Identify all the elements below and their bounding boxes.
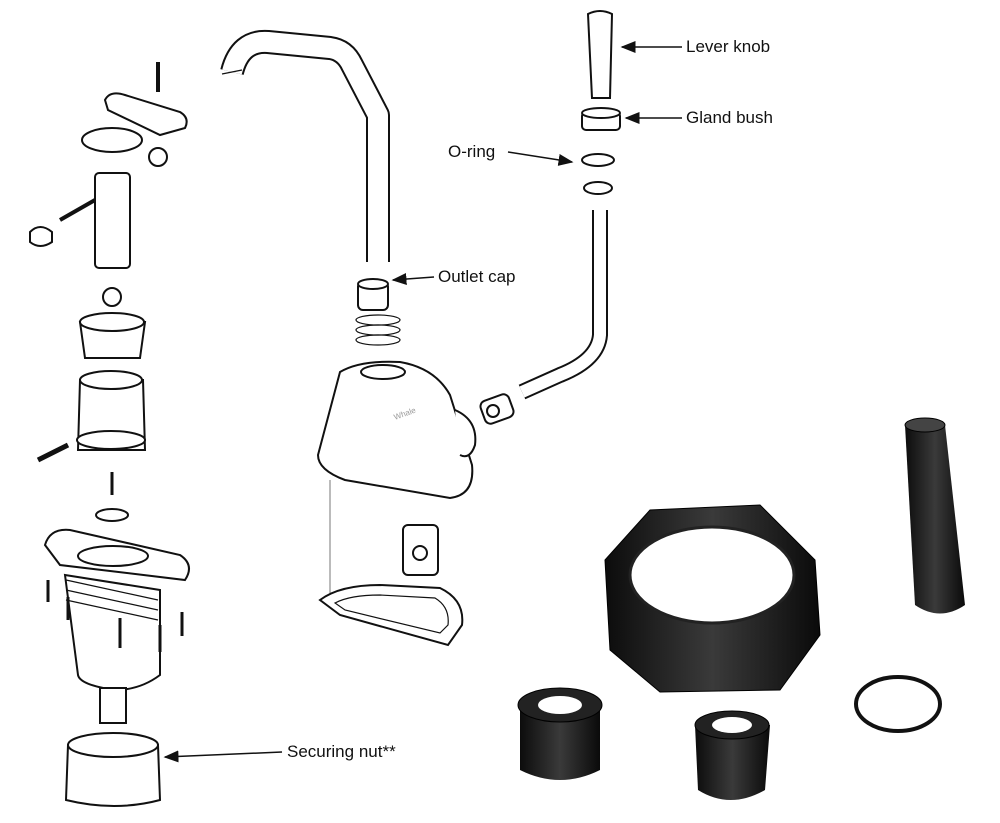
spring xyxy=(355,314,401,346)
label-o-ring: O-ring xyxy=(448,142,496,161)
lever-rod xyxy=(518,210,608,400)
black-tube xyxy=(904,417,965,614)
black-adapter-small xyxy=(694,710,770,800)
pump-body: Whale xyxy=(316,360,477,600)
clip xyxy=(402,524,439,576)
arrow-o-ring xyxy=(507,151,574,166)
outlet-cap xyxy=(357,278,389,311)
washer xyxy=(583,181,613,195)
spout xyxy=(220,29,390,262)
arrow-securing-nut xyxy=(163,750,283,763)
arrow-outlet-cap xyxy=(391,273,435,285)
label-gland-bush: Gland bush xyxy=(686,108,773,127)
lever-bush xyxy=(479,393,515,425)
black-securing-nut xyxy=(604,504,821,693)
lever-knob xyxy=(586,10,614,99)
gasket xyxy=(318,583,464,647)
left-assembly xyxy=(29,62,190,807)
label-lever-knob: Lever knob xyxy=(686,37,771,56)
label-outlet-cap: Outlet cap xyxy=(438,267,516,286)
black-o-ring xyxy=(854,675,942,733)
o-ring-part xyxy=(581,153,615,167)
black-adapter-large xyxy=(517,687,603,780)
gland-bush xyxy=(581,107,621,131)
label-securing-nut: Securing nut** xyxy=(287,742,396,761)
